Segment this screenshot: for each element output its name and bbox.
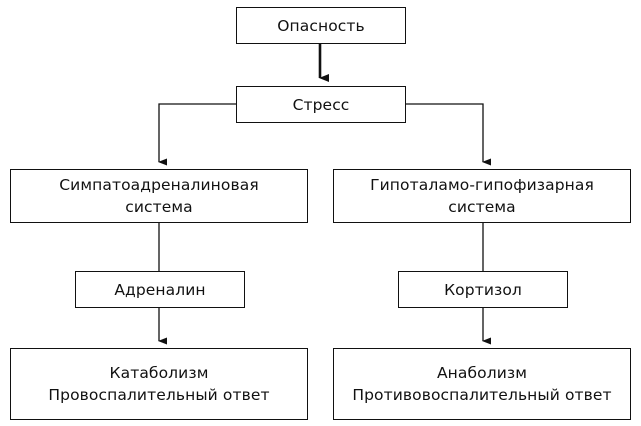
node-stress-label: Стресс: [292, 95, 350, 114]
node-anabolism-line1: Анаболизм: [436, 364, 528, 382]
node-danger-label: Опасность: [277, 16, 365, 35]
edge-stress-to-hypothalamic: [406, 103, 491, 166]
node-catabolism-line2: Провоспалительный ответ: [48, 386, 270, 404]
node-catabolism-line1: Катаболизм: [109, 364, 209, 382]
node-anabolism: Анаболизм Противовоспалительный ответ: [333, 348, 631, 420]
node-sympathoadrenal-line1: Симпатоадреналиновая: [59, 176, 259, 194]
node-cortisol-label: Кортизол: [444, 280, 522, 299]
node-hypothalamic-line1: Гипоталамо-гипофизарная: [370, 176, 594, 194]
node-anabolism-line2: Противовоспалительный ответ: [352, 386, 612, 404]
node-catabolism: Катаболизм Провоспалительный ответ: [10, 348, 308, 420]
node-cortisol: Кортизол: [398, 271, 568, 308]
node-adrenaline: Адреналин: [75, 271, 245, 308]
node-adrenaline-label: Адреналин: [114, 280, 206, 299]
node-hypothalamic-pituitary-system: Гипоталамо-гипофизарная система: [333, 169, 631, 223]
node-danger: Опасность: [236, 7, 406, 44]
node-stress: Стресс: [236, 86, 406, 123]
edge-stress-to-sympathoadrenal: [158, 103, 236, 166]
node-hypothalamic-line2: система: [448, 198, 516, 216]
node-sympathoadrenal-line2: система: [125, 198, 193, 216]
node-sympathoadrenal-system: Симпатоадреналиновая система: [10, 169, 308, 223]
